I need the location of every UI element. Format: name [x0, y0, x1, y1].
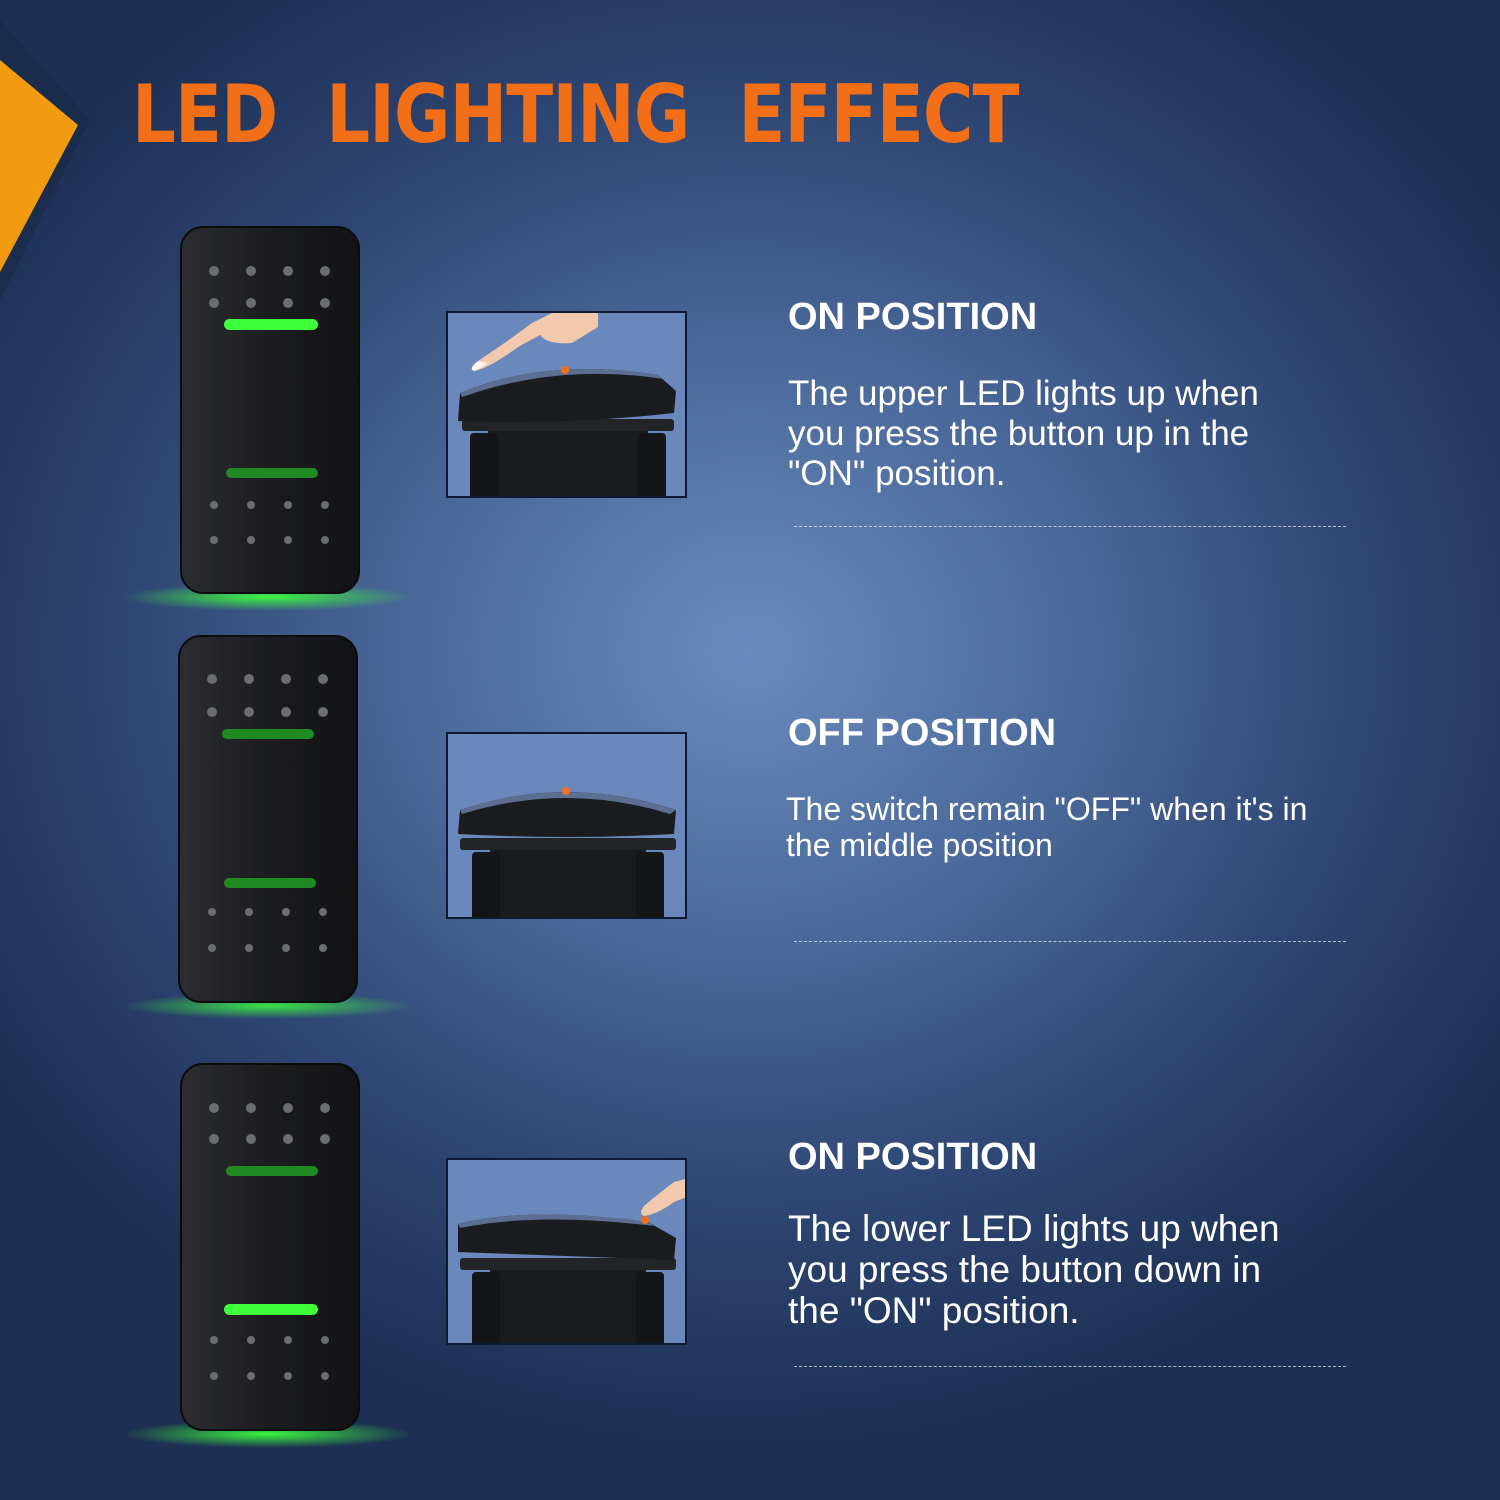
finger-press-lower-icon [641, 1179, 685, 1216]
rocker-switch-front-3 [118, 1060, 418, 1470]
switch-side-view-1 [446, 311, 687, 498]
section-1-heading: ON POSITION [788, 296, 1038, 338]
switch-side-view-2 [446, 732, 687, 919]
section-3-divider [794, 1366, 1346, 1367]
section-2-heading: OFF POSITION [788, 712, 1057, 754]
section-2-description: The switch remain "OFF" when it's in the… [786, 791, 1308, 863]
section-3-heading: ON POSITION [788, 1136, 1038, 1178]
page-title: LED LIGHTING EFFECT [132, 68, 1019, 161]
rocker-switch-front-1 [118, 222, 418, 632]
orange-corner-decoration [0, 0, 110, 300]
section-3-description: The lower LED lights up when you press t… [788, 1208, 1280, 1331]
rocker-switch-front-2 [118, 632, 418, 1042]
finger-press-upper-icon [471, 313, 598, 371]
section-2-divider [794, 941, 1346, 942]
switch-side-view-3 [446, 1158, 687, 1345]
section-1-description: The upper LED lights up when you press t… [788, 374, 1259, 493]
section-1-divider [794, 526, 1346, 527]
